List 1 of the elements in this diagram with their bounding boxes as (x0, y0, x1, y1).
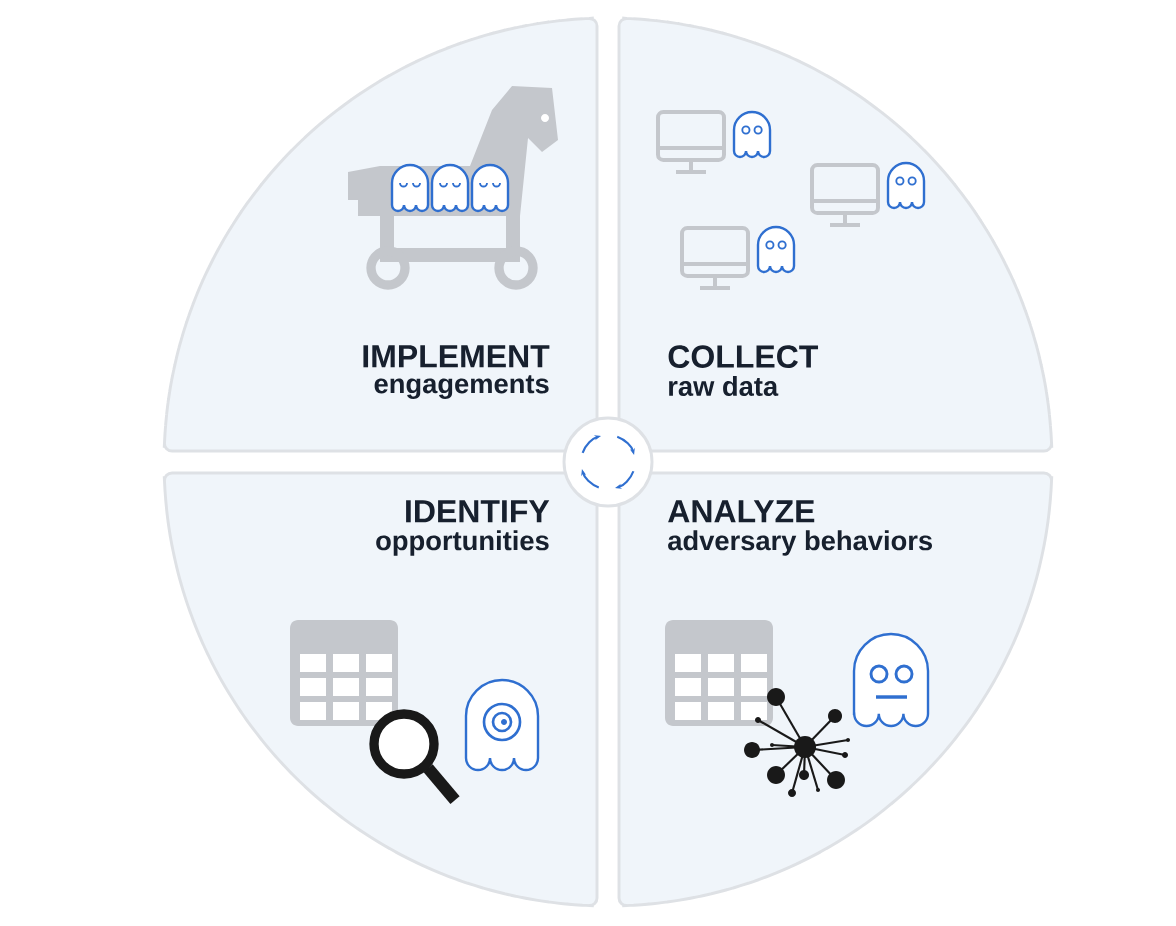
quadrant-sector: COLLECT raw data (617, 16, 1054, 453)
